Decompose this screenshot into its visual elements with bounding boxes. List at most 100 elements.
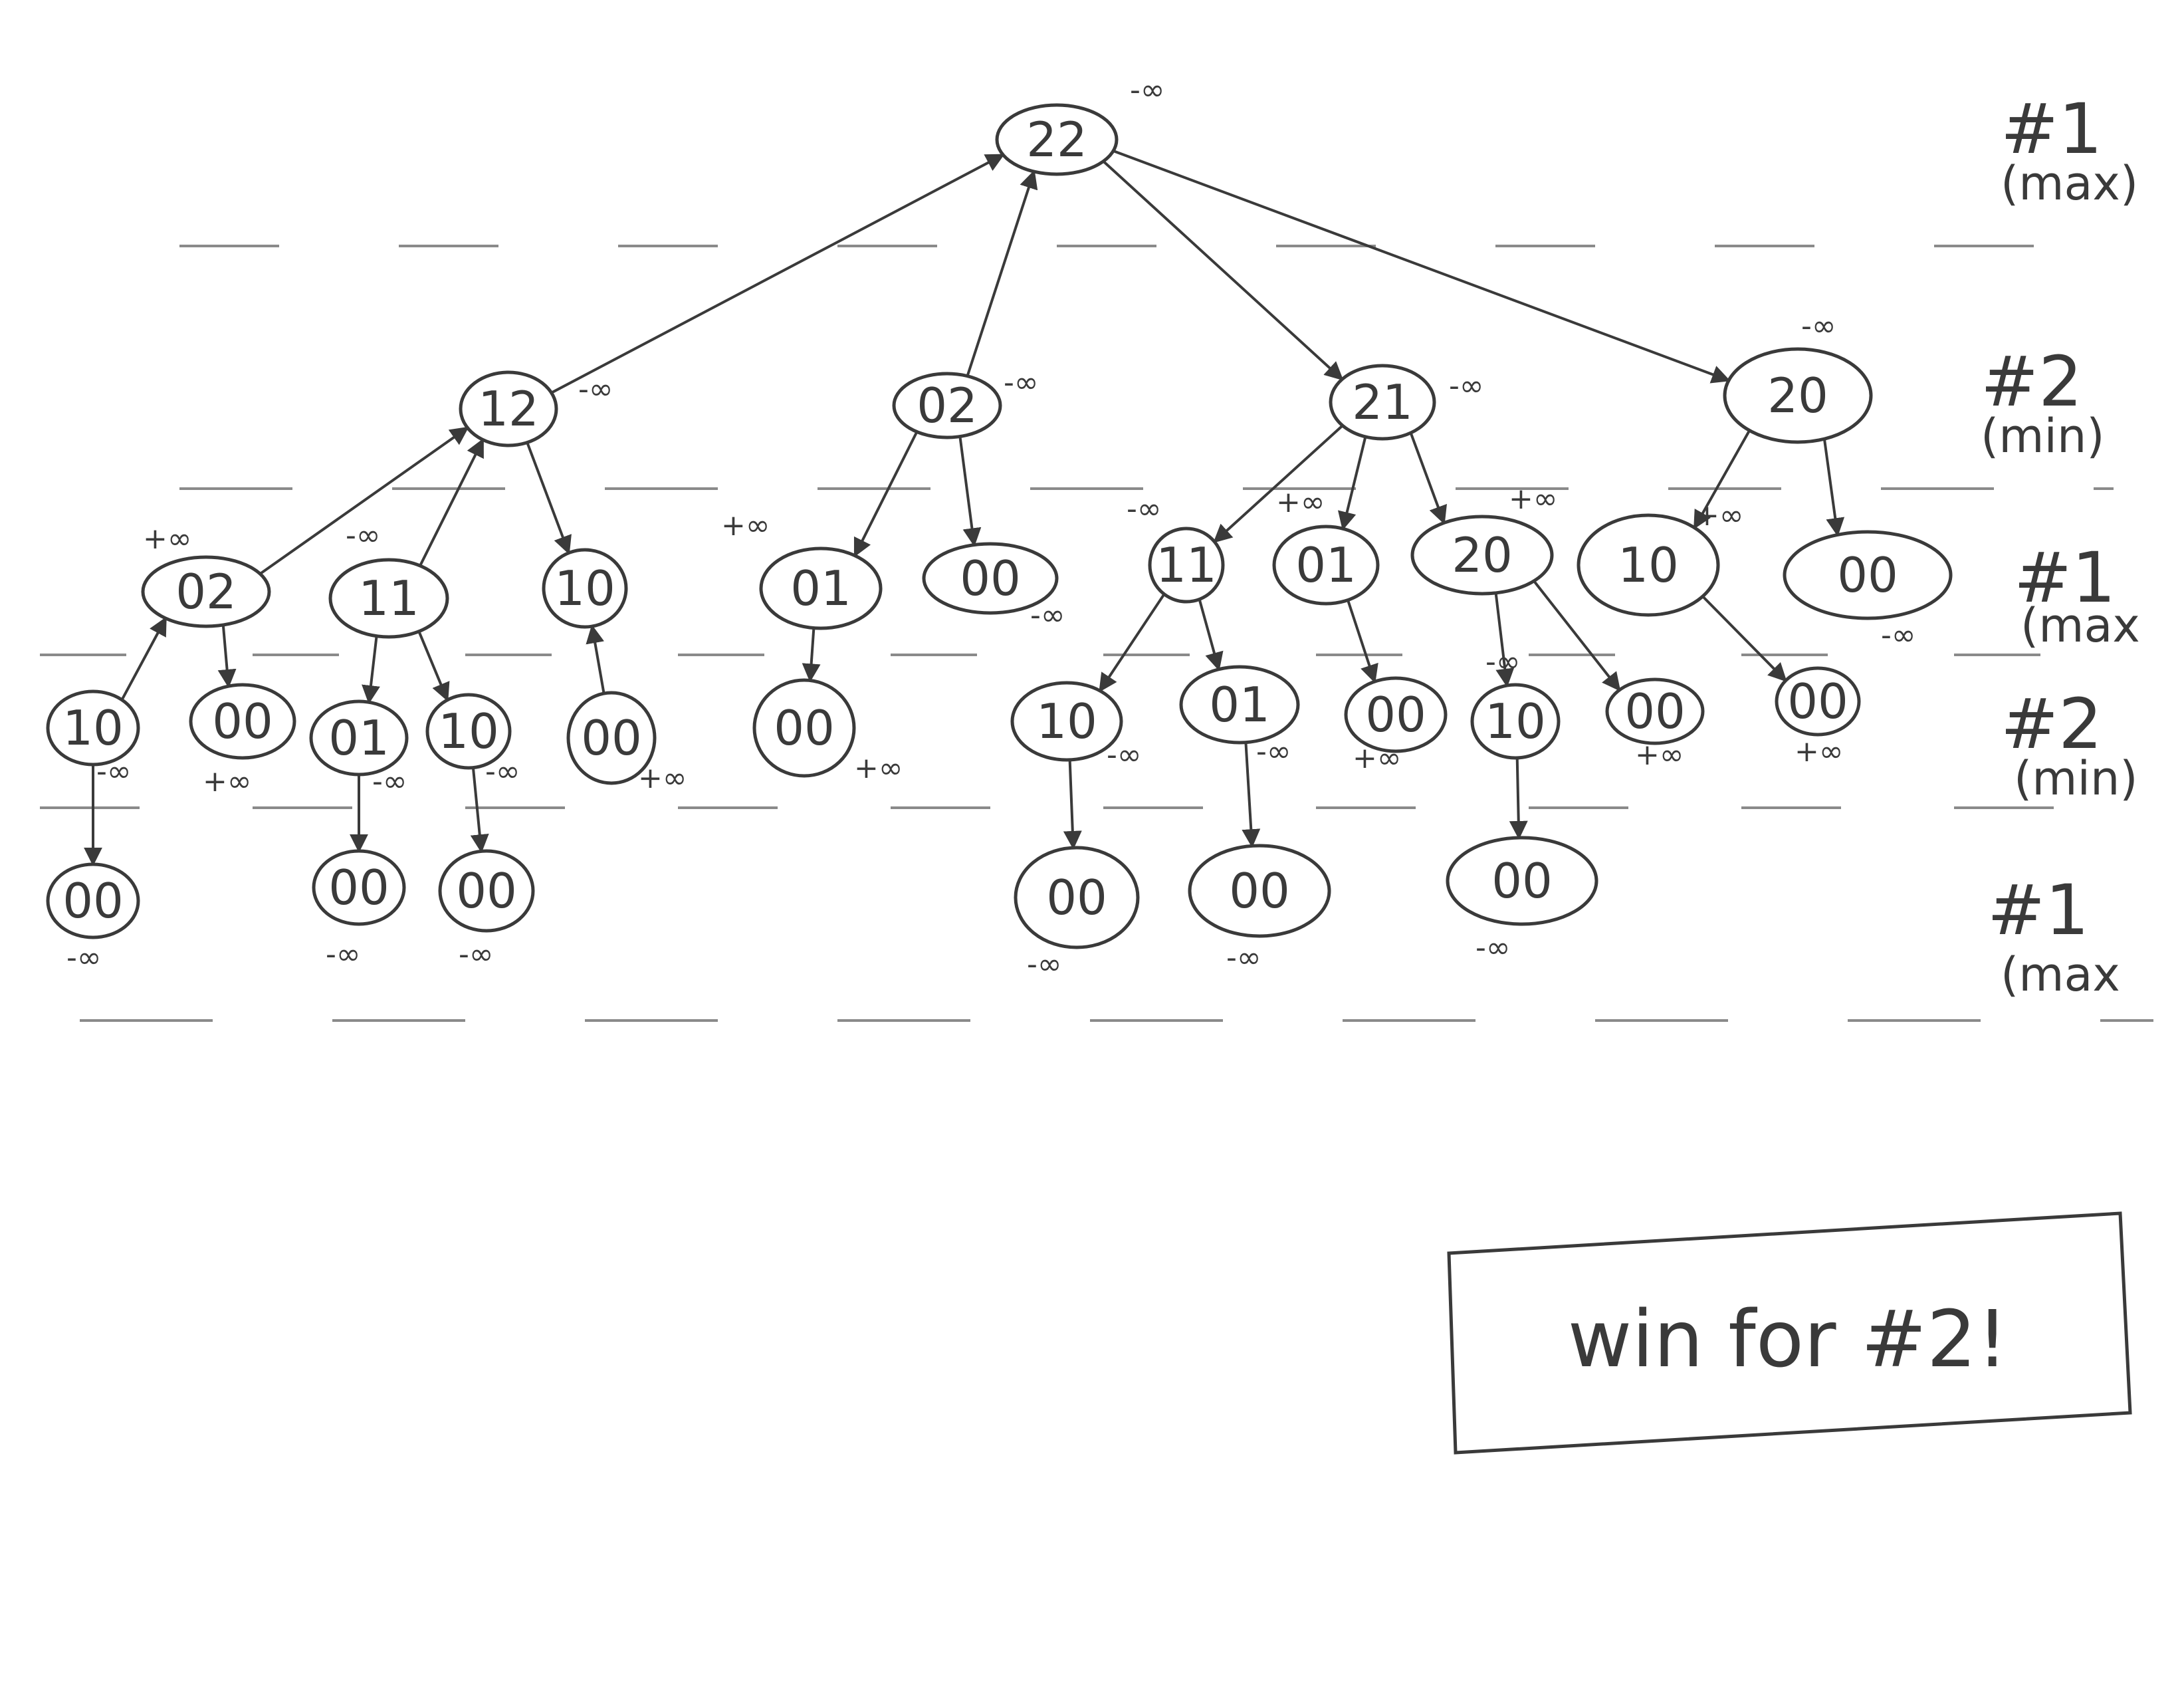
tree-node-n12: 12 -∞ xyxy=(459,370,613,447)
tree-node-n20: 20-∞ xyxy=(1723,309,1873,444)
node-circle xyxy=(309,699,409,777)
node-circle xyxy=(1446,836,1598,926)
node-circle xyxy=(46,689,140,767)
node-score-label: -∞ xyxy=(1449,369,1484,403)
node-state-label: 00 xyxy=(581,710,642,766)
tree-node-n02: 02-∞ xyxy=(892,366,1039,439)
tree-node-m4: 10-∞ xyxy=(425,693,520,788)
node-state-label: 00 xyxy=(960,550,1021,606)
node-state-label: 20 xyxy=(1767,368,1828,423)
tree-edge-n21-n21b xyxy=(1337,436,1367,531)
node-circle xyxy=(1723,347,1873,444)
tree-node-n12a: 02+∞ xyxy=(141,522,271,628)
tree-node-n20a: 10+∞ xyxy=(1577,499,1744,617)
node-score-label: -∞ xyxy=(1485,645,1521,679)
node-score-label: +∞ xyxy=(1353,741,1402,775)
tree-edge-n02-n02a xyxy=(853,431,919,558)
node-score-label: +∞ xyxy=(1276,485,1325,519)
node-circle xyxy=(189,683,296,760)
node-circle xyxy=(1577,513,1720,617)
node-circle xyxy=(995,103,1119,176)
node-circle xyxy=(328,558,449,639)
level-4-role: (min) xyxy=(2014,751,2138,806)
node-state-label: 12 xyxy=(478,381,539,437)
tree-node-m11: 00+∞ xyxy=(1605,677,1705,772)
tree-node-n20b: 00-∞ xyxy=(1783,530,1953,652)
node-circle xyxy=(1272,525,1380,606)
level-3-role: (max xyxy=(2020,598,2140,653)
tree-edge-m1-n12a xyxy=(120,616,167,701)
node-state-label: 00 xyxy=(212,693,273,749)
level-3-player: #1 xyxy=(2014,537,2116,618)
node-score-label: -∞ xyxy=(1256,735,1291,769)
node-score-label: -∞ xyxy=(578,372,613,406)
tree-node-n21c: 20+∞ xyxy=(1410,482,1558,596)
node-circle xyxy=(1344,676,1448,753)
node-state-label: 00 xyxy=(1491,853,1553,909)
result-box: win for #2! xyxy=(1447,1211,2132,1455)
node-score-label: +∞ xyxy=(143,522,192,556)
tree-node-m5: 00+∞ xyxy=(566,691,687,795)
node-state-label: 10 xyxy=(554,560,615,616)
node-circle xyxy=(1179,665,1300,745)
node-circle xyxy=(1014,846,1140,949)
tree-edge-n12b-n12 xyxy=(419,437,485,566)
node-score-label: -∞ xyxy=(1130,73,1165,107)
level-2-player: #2 xyxy=(1981,341,2082,422)
node-score-label: -∞ xyxy=(1226,941,1261,975)
node-state-label: 01 xyxy=(1209,677,1270,733)
tree-node-b3: 00-∞ xyxy=(438,849,535,971)
tree-edge-n12-n12c xyxy=(526,441,572,555)
node-score-label: +∞ xyxy=(638,761,687,795)
node-score-label: +∞ xyxy=(203,765,252,798)
node-score-label: -∞ xyxy=(459,937,494,971)
tree-edge-n20a-m12 xyxy=(1701,595,1787,682)
level-label-3: #1 (max xyxy=(2014,537,2140,653)
node-state-label: 00 xyxy=(328,860,389,915)
node-score-label: -∞ xyxy=(1107,738,1142,772)
level-separators xyxy=(40,245,2153,1022)
node-circle xyxy=(459,370,558,447)
node-state-label: 10 xyxy=(62,700,124,756)
node-score-label: -∞ xyxy=(326,937,361,971)
node-state-label: 11 xyxy=(1156,537,1217,593)
tree-edge-n20-n20b xyxy=(1822,438,1845,537)
node-state-label: 22 xyxy=(1026,112,1087,168)
tree-edge-n12a-n12 xyxy=(259,426,469,575)
tree-node-b5: 00-∞ xyxy=(1188,844,1331,975)
tree-edge-n21c-m11 xyxy=(1533,580,1621,692)
level-5-player: #1 xyxy=(1987,870,2089,951)
tree-edge-m8-b5 xyxy=(1242,742,1261,848)
node-circle xyxy=(438,849,535,933)
node-score-label: +∞ xyxy=(1795,735,1844,769)
tree-edge-n21-n21c xyxy=(1409,432,1447,525)
node-circle xyxy=(752,678,856,778)
tree-node-b1: 00-∞ xyxy=(46,862,140,975)
level-labels: #1 (max) #2 (min) #1 (max #2 (min) #1 (m… xyxy=(1981,88,2140,1002)
node-score-label: +∞ xyxy=(721,509,770,543)
node-state-label: 11 xyxy=(358,570,419,626)
node-circle xyxy=(892,372,1002,439)
node-state-label: 02 xyxy=(917,378,978,433)
tree-node-m1: 10-∞ xyxy=(46,689,140,788)
node-circle xyxy=(1783,530,1953,620)
tree-node-b4: 00-∞ xyxy=(1014,846,1140,981)
node-circle xyxy=(922,542,1059,615)
tree-edge-n22-n21 xyxy=(1102,160,1344,381)
tree-node-b2: 00 -∞ xyxy=(312,849,406,971)
tree-edge-n21b-m9 xyxy=(1347,599,1378,683)
tree-edges xyxy=(84,150,1845,866)
node-circle xyxy=(46,862,140,939)
tree-edge-n21a-m8 xyxy=(1198,598,1224,671)
tree-node-n02a: 01+∞ xyxy=(721,509,883,630)
level-1-role: (max) xyxy=(2001,156,2138,211)
tree-edge-n12a-m2 xyxy=(217,624,237,688)
node-score-label: +∞ xyxy=(1695,499,1744,533)
tree-edge-m4-b3 xyxy=(470,767,489,854)
node-score-label: +∞ xyxy=(854,751,903,785)
tree-edge-n02-n02b xyxy=(958,436,982,547)
tree-node-b6: 00-∞ xyxy=(1446,836,1598,965)
tree-node-m10: 10-∞ xyxy=(1470,645,1561,760)
node-circle xyxy=(141,555,271,628)
